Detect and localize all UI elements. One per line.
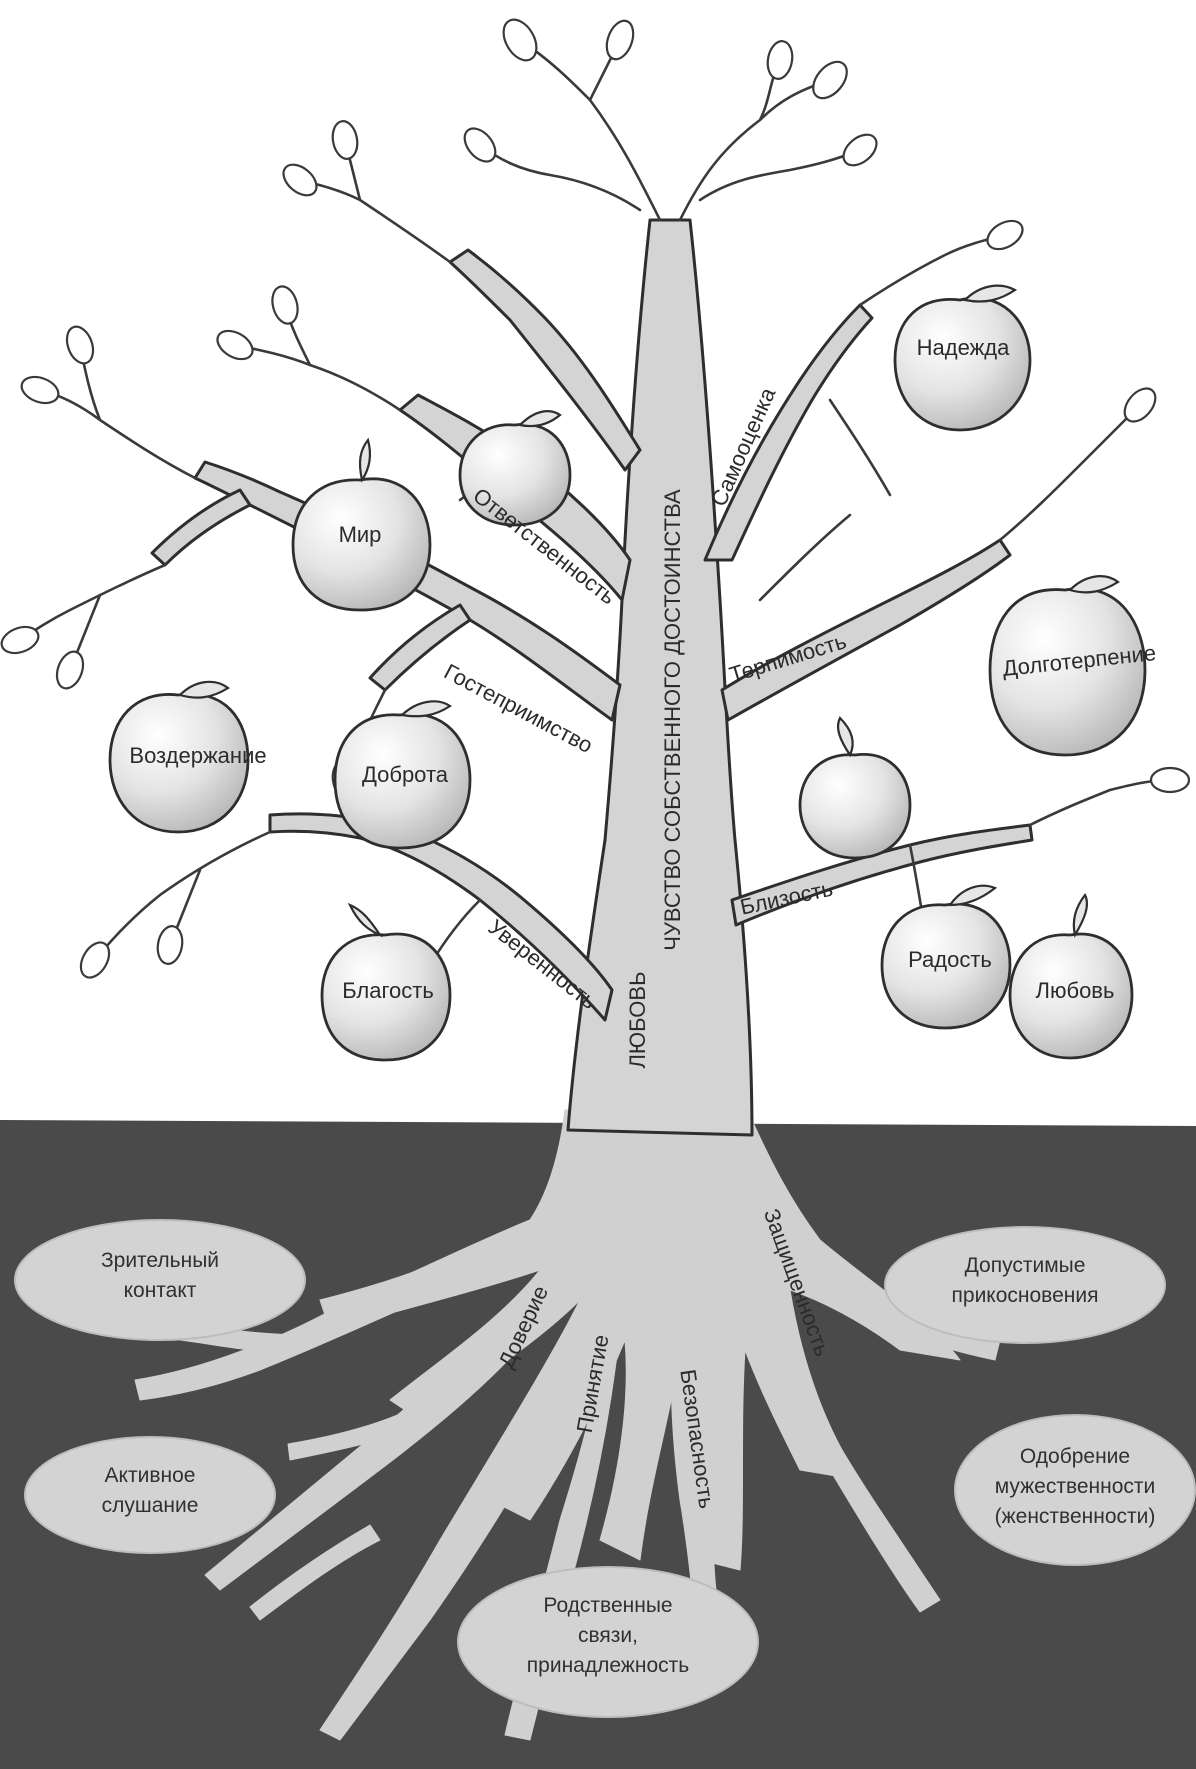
- apple-goodness: Благость: [322, 905, 450, 1060]
- apple-abstinence: Воздержание: [110, 682, 267, 832]
- node-kinship-line-2: связи,: [578, 1624, 638, 1647]
- apple-label-goodness: Благость: [342, 978, 434, 1003]
- trunk-label-main: ЧУВСТВО СОБСТВЕННОГО ДОСТОИНСТВА: [660, 489, 685, 951]
- node-listening-line-2: слушание: [102, 1494, 199, 1517]
- apple-longsuffering: Долготерпение: [990, 576, 1157, 755]
- node-touch: Допустимые прикосновения: [885, 1227, 1165, 1343]
- node-eye-contact: Зрительный контакт: [15, 1220, 305, 1340]
- apple-label-hope: Надежда: [917, 335, 1011, 360]
- node-approval-line-2: мужественности: [995, 1475, 1156, 1498]
- apple-label-joy: Радость: [908, 947, 992, 972]
- node-kinship-line-3: принадлежность: [527, 1654, 689, 1677]
- apple-joy: Радость: [882, 886, 1010, 1028]
- node-eye-contact-line-1: Зрительный: [101, 1249, 219, 1272]
- branch-self-esteem: [705, 305, 872, 560]
- node-kinship: Родственные связи, принадлежность: [458, 1567, 758, 1717]
- branch-tolerance: [722, 540, 1010, 720]
- branch-far-left: [152, 490, 250, 565]
- node-touch-line-2: прикосновения: [952, 1284, 1099, 1307]
- node-approval-line-3: (женственности): [995, 1505, 1156, 1528]
- node-listening-line-1: Активное: [105, 1464, 196, 1487]
- apple-peace: Мир: [293, 440, 430, 610]
- node-approval: Одобрение мужественности (женственности): [955, 1415, 1195, 1565]
- trunk-label-base: ЛЮБОВЬ: [625, 971, 650, 1068]
- apple-kindness: Доброта: [335, 701, 470, 848]
- node-touch-line-1: Допустимые: [965, 1254, 1086, 1277]
- node-eye-contact-line-2: контакт: [124, 1279, 197, 1302]
- apple-hope: Надежда: [895, 286, 1030, 430]
- node-approval-line-1: Одобрение: [1020, 1445, 1130, 1468]
- apple-unlabeled-right: [800, 718, 910, 858]
- apple-label-abstinence: Воздержание: [129, 743, 266, 768]
- apple-label-kindness: Доброта: [362, 762, 449, 787]
- apple-love: Любовь: [1010, 895, 1132, 1058]
- node-kinship-line-1: Родственные: [543, 1594, 672, 1617]
- node-listening: Активное слушание: [25, 1437, 275, 1553]
- apple-label-peace: Мир: [339, 522, 382, 547]
- apple-label-love: Любовь: [1036, 978, 1115, 1003]
